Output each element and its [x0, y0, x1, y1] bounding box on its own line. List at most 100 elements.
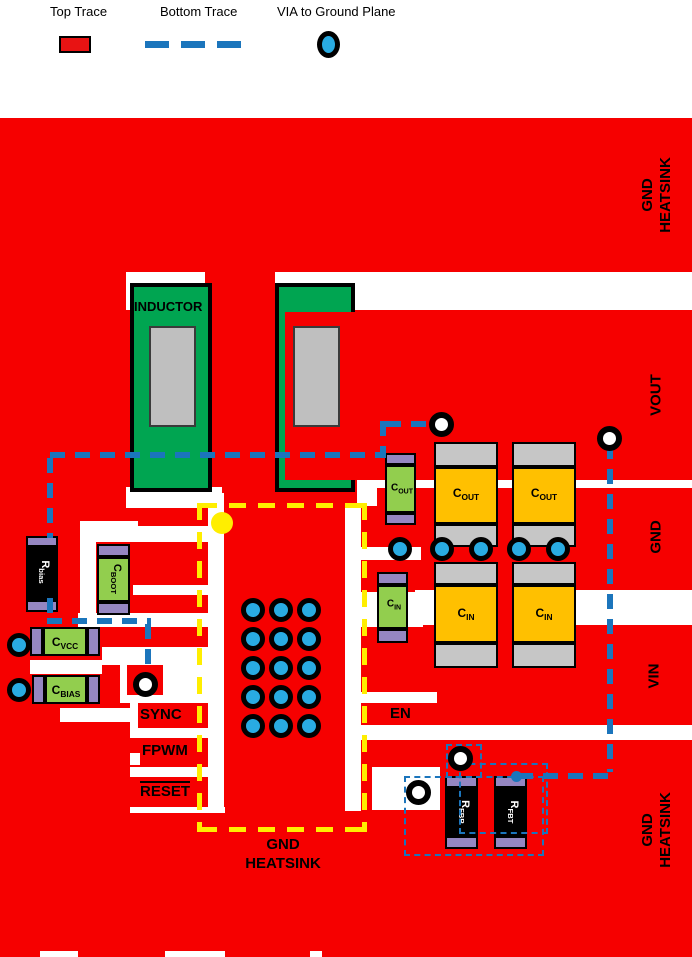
heatsink-outline-bottom: [200, 827, 367, 832]
gnd-text: GND: [266, 836, 300, 853]
gnd-label: GND: [647, 520, 665, 554]
cap-pad: [434, 442, 498, 467]
fpwm-pin-label: FPWM: [142, 742, 188, 759]
inductor-label: INDUCTOR: [134, 299, 203, 314]
heatsink-outline-top: [200, 503, 367, 508]
gnd-text: GND: [639, 813, 656, 847]
cap-pad: [512, 562, 576, 585]
bottom-trace: [380, 421, 386, 458]
ground-via: [269, 627, 293, 651]
board-cutout: [130, 702, 138, 728]
heatsink-text: HEATSINK: [657, 792, 674, 868]
cap-body: [45, 675, 87, 704]
bottom-trace: [607, 444, 613, 772]
cap-body: [512, 467, 576, 524]
board-cutout: [138, 526, 208, 542]
cap-pad: [434, 562, 498, 585]
cbias-capacitor: [32, 675, 100, 704]
cin-capacitor-small: [377, 572, 408, 643]
cap-pad: [32, 675, 45, 704]
board-cutout: [130, 767, 210, 777]
en-pin-label: EN: [390, 705, 411, 722]
heatsink-outline-right: [362, 503, 367, 832]
cap-body: [377, 585, 408, 629]
ground-via: [297, 598, 321, 622]
heatsink-text: HEATSINK: [657, 157, 674, 233]
top-trace-swatch-icon: [59, 36, 91, 53]
board-cutout: [165, 951, 225, 957]
bottom-trace: [47, 618, 151, 624]
bottom-trace-swatch-icon: [145, 41, 242, 48]
cap-pad: [385, 453, 416, 465]
resistor-pad: [494, 836, 527, 849]
ground-via: [430, 537, 454, 561]
gnd-heatsink-label-top-right: GND HEATSINK: [639, 157, 675, 233]
cboot-label: CBOOT: [108, 563, 124, 595]
trace-bridge: [498, 590, 512, 625]
sync-pin-label: SYNC: [140, 706, 182, 723]
ground-via: [241, 656, 265, 680]
heatsink-outline-left: [197, 503, 202, 832]
gnd-text: GND: [639, 178, 656, 212]
cap-pad: [385, 513, 416, 525]
board-cutout: [133, 585, 208, 595]
rfbb-resistor: [445, 776, 478, 849]
inductor-pad: [293, 326, 340, 427]
cvcc-label: CVCC: [51, 634, 79, 652]
ground-via: [269, 656, 293, 680]
board-cutout: [345, 505, 361, 811]
signal-via: [406, 780, 431, 805]
ground-via: [269, 598, 293, 622]
cap-pad: [377, 572, 408, 585]
bottom-trace: [145, 624, 151, 676]
signal-via: [448, 746, 473, 771]
board-cutout: [130, 753, 140, 765]
cin-capacitor: [512, 562, 576, 668]
inductor-pad: [149, 326, 196, 427]
cap-body: [434, 467, 498, 524]
bottom-component-outline: [459, 763, 548, 834]
ground-via: [388, 537, 412, 561]
via-swatch-icon: [317, 31, 340, 58]
board-cutout: [126, 487, 222, 508]
resistor-body: [26, 547, 58, 600]
rbias-label: Rbias: [36, 560, 52, 584]
legend-top-trace-label: Top Trace: [50, 4, 108, 19]
board-cutout: [310, 951, 322, 957]
board-cutout: [130, 807, 225, 813]
gnd-heatsink-label-bottom-right: GND HEATSINK: [639, 792, 675, 868]
cap-pad: [434, 643, 498, 668]
cap-pad: [87, 627, 100, 656]
cout-label: COUT: [530, 485, 558, 503]
cin-capacitor: [434, 562, 498, 668]
heatsink-text: HEATSINK: [245, 855, 321, 872]
ground-via: [241, 714, 265, 738]
signal-via: [429, 412, 454, 437]
bottom-trace: [47, 458, 53, 538]
cap-pad: [97, 544, 130, 557]
cbias-label: CBIAS: [51, 682, 81, 700]
cboot-capacitor: [97, 544, 130, 615]
cap-pad: [512, 643, 576, 668]
bottom-trace: [47, 598, 53, 624]
sw-trace: [205, 272, 275, 310]
ground-via: [546, 537, 570, 561]
resistor-pad: [445, 836, 478, 849]
cvcc-capacitor: [30, 627, 100, 656]
resistor-pad: [26, 600, 58, 612]
signal-via: [597, 426, 622, 451]
cin-label: CIN: [386, 598, 402, 612]
board-cutout: [80, 521, 96, 623]
cap-body: [97, 557, 130, 602]
ground-via: [297, 627, 321, 651]
gnd-heatsink-label-bottom-center: GND HEATSINK: [213, 835, 353, 873]
cap-pad: [30, 627, 43, 656]
yellow-marker-dot: [211, 512, 233, 534]
ground-via: [297, 714, 321, 738]
board-cutout: [96, 521, 138, 542]
ground-via: [7, 678, 31, 702]
board-cutout: [345, 725, 692, 740]
board-cutout: [353, 692, 437, 703]
cout-capacitor: [512, 442, 576, 547]
